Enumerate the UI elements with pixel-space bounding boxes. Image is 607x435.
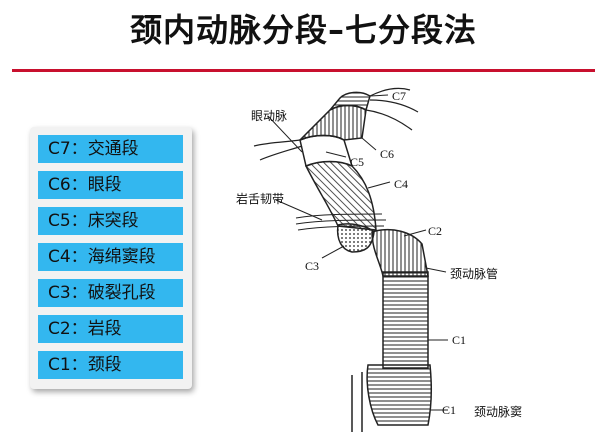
legend-item-c7: C7：交通段 bbox=[38, 135, 183, 163]
distal-branches bbox=[365, 87, 419, 131]
legend-code: C3： bbox=[48, 283, 88, 303]
label-c6: C6 bbox=[380, 147, 394, 161]
legend-item-c6: C6：眼段 bbox=[38, 171, 183, 199]
segment-c2 bbox=[371, 228, 429, 277]
segment-legend: C7：交通段 C6：眼段 C5：床突段 C4：海绵窦段 C3：破裂孔段 C2：岩… bbox=[30, 127, 192, 389]
legend-code: C4： bbox=[48, 247, 88, 267]
legend-item-c3: C3：破裂孔段 bbox=[38, 279, 183, 307]
legend-name: 眼段 bbox=[87, 175, 122, 195]
legend-code: C6： bbox=[48, 175, 88, 195]
legend-name: 破裂孔段 bbox=[87, 283, 156, 303]
page-title: 颈内动脉分段–七分段法 bbox=[129, 11, 477, 49]
legend-name: 交通段 bbox=[87, 139, 139, 159]
external-carotid-stub bbox=[351, 372, 363, 432]
label-c2: C2 bbox=[428, 224, 442, 238]
label-c1-upper: C1 bbox=[452, 333, 466, 347]
legend-item-c4: C4：海绵窦段 bbox=[38, 243, 183, 271]
legend-code: C7： bbox=[48, 139, 88, 159]
title-divider bbox=[12, 69, 595, 72]
label-c1-lower: C1 bbox=[442, 403, 456, 417]
leader-lines bbox=[267, 94, 448, 411]
legend-name: 颈段 bbox=[87, 355, 122, 375]
legend-item-c1: C1：颈段 bbox=[38, 351, 183, 379]
legend-code: C2： bbox=[48, 319, 88, 339]
legend-name: 岩段 bbox=[87, 319, 122, 339]
label-c4: C4 bbox=[394, 177, 408, 191]
legend-item-c5: C5：床突段 bbox=[38, 207, 183, 235]
legend-name: 床突段 bbox=[87, 211, 139, 231]
legend-name: 海绵窦段 bbox=[87, 247, 156, 267]
label-petrolingual-ligament: 岩舌韧带 bbox=[236, 191, 284, 206]
segment-c1 bbox=[382, 271, 429, 369]
ophthalmic-artery bbox=[253, 139, 303, 161]
segment-c1-sinus bbox=[366, 364, 433, 426]
segment-c6 bbox=[299, 104, 367, 141]
label-carotid-canal: 颈动脉管 bbox=[450, 266, 498, 281]
internal-carotid-artery-diagram: C7 眼动脉 C6 C5 C4 岩舌韧带 C2 C3 颈动脉管 C1 C1 颈动… bbox=[236, 87, 522, 432]
label-c7: C7 bbox=[392, 89, 406, 103]
petrolingual-ligament-lines bbox=[295, 213, 387, 231]
label-c5: C5 bbox=[350, 155, 364, 169]
legend-item-c2: C2：岩段 bbox=[38, 315, 183, 343]
legend-code: C1： bbox=[48, 355, 88, 375]
label-carotid-sinus: 颈动脉窦 bbox=[474, 404, 522, 419]
legend-code: C5： bbox=[48, 211, 88, 231]
label-ophthalmic-artery: 眼动脉 bbox=[251, 108, 287, 123]
label-c3: C3 bbox=[305, 259, 319, 273]
